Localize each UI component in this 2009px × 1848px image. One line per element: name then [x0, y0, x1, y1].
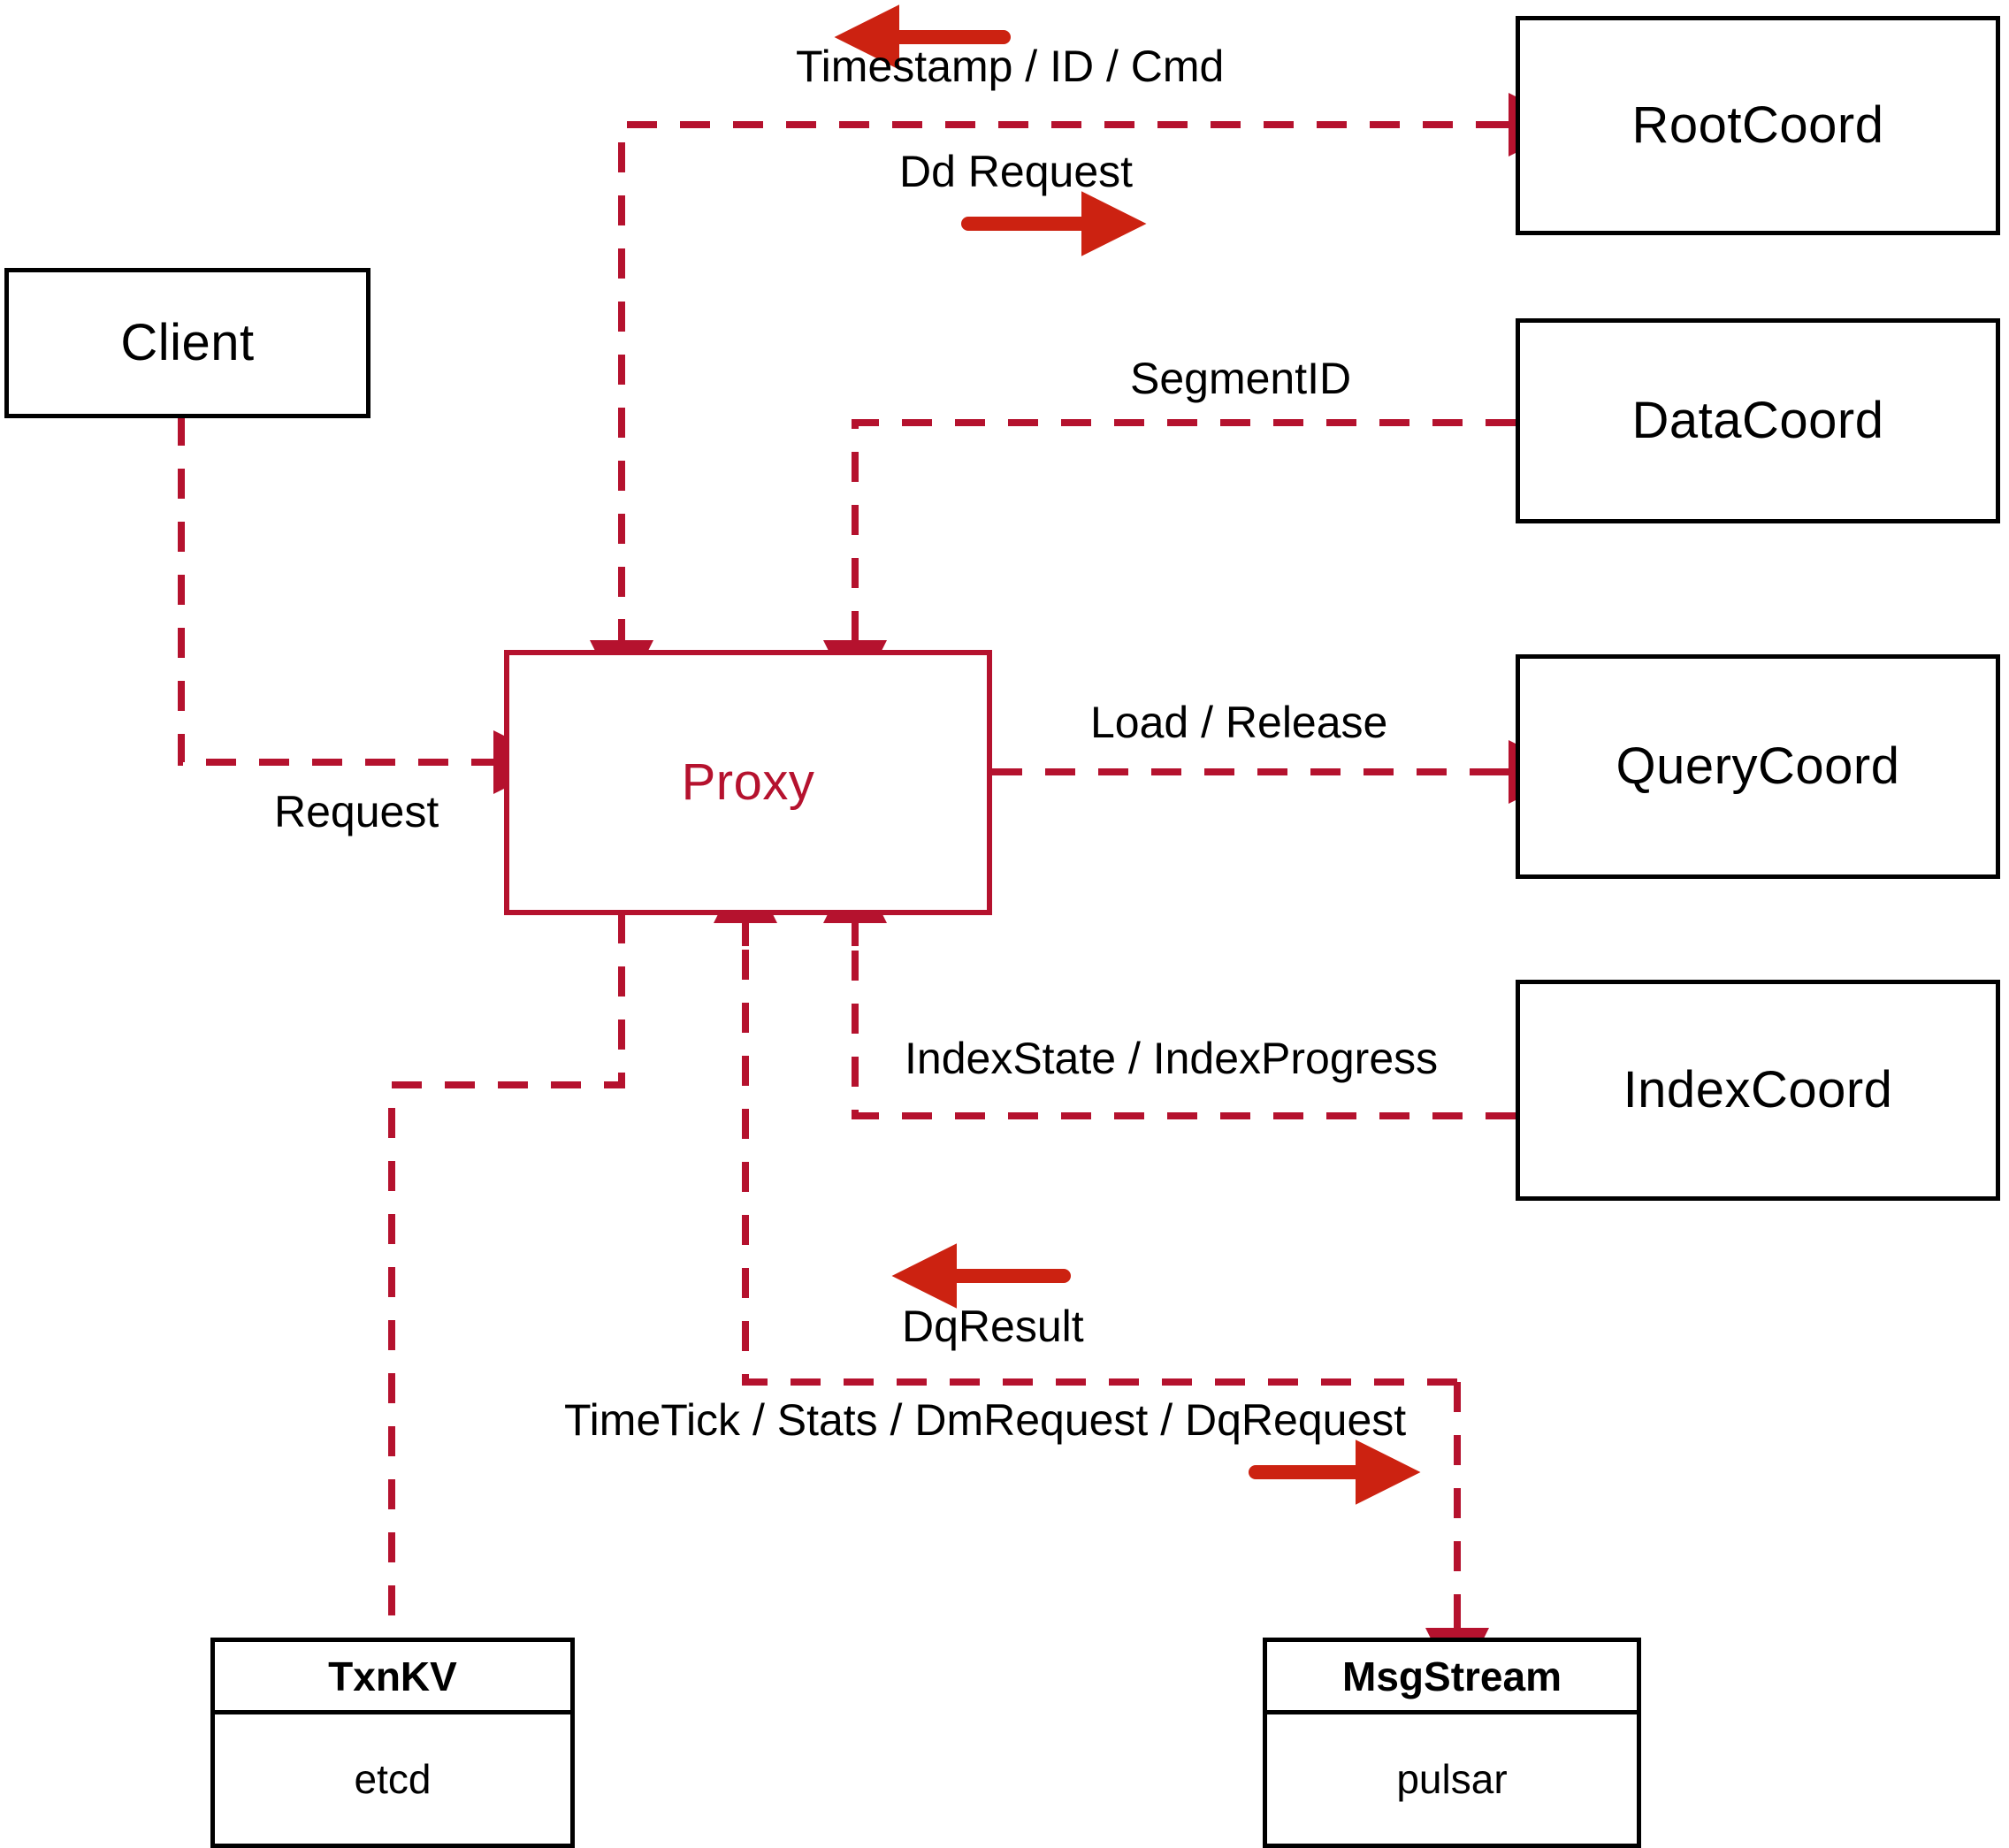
node-datacoord-label: DataCoord [1631, 392, 1884, 449]
node-txnkv-impl: etcd [354, 1756, 432, 1802]
edge-client-to-proxy [178, 416, 557, 794]
edge-label-timetick-stats: TimeTick / Stats / DmRequest / DqRequest [564, 1395, 1407, 1445]
edge-label-segment-id: SegmentID [1130, 354, 1352, 403]
node-client-label: Client [120, 314, 255, 371]
node-msgstream-body: pulsar [1267, 1714, 1637, 1844]
edge-proxy-to-txnkv [388, 913, 625, 1638]
edge-label-dd-request: Dd Request [899, 147, 1134, 196]
node-txnkv-body: etcd [215, 1714, 570, 1844]
edge-datacoord-to-proxy [823, 419, 1516, 704]
node-querycoord[interactable]: QueryCoord [1516, 654, 2000, 879]
node-indexcoord-label: IndexCoord [1623, 1061, 1893, 1119]
node-msgstream[interactable]: MsgStream pulsar [1263, 1638, 1641, 1848]
node-rootcoord-label: RootCoord [1631, 96, 1884, 154]
edge-indexcoord-to-proxy [823, 859, 1516, 1119]
edge-label-timestamp-id-cmd: Timestamp / ID / Cmd [796, 42, 1225, 91]
node-msgstream-header: MsgStream [1267, 1642, 1637, 1714]
node-proxy-label: Proxy [681, 753, 815, 811]
node-txnkv-title: TxnKV [328, 1653, 457, 1699]
node-proxy[interactable]: Proxy [504, 650, 992, 915]
node-client[interactable]: Client [4, 268, 370, 418]
node-msgstream-impl: pulsar [1396, 1756, 1508, 1802]
node-indexcoord[interactable]: IndexCoord [1516, 980, 2000, 1201]
node-txnkv-header: TxnKV [215, 1642, 570, 1714]
edge-label-load-release: Load / Release [1090, 698, 1388, 747]
edge-label-index-state-progress: IndexState / IndexProgress [905, 1034, 1439, 1083]
node-msgstream-title: MsgStream [1342, 1653, 1562, 1699]
node-datacoord[interactable]: DataCoord [1516, 318, 2000, 523]
edge-msgstream-to-proxy [714, 859, 1457, 1386]
node-txnkv[interactable]: TxnKV etcd [210, 1638, 575, 1848]
edge-label-dq-result: DqResult [902, 1302, 1084, 1351]
edge-label-request: Request [274, 787, 439, 836]
node-querycoord-label: QueryCoord [1616, 737, 1900, 795]
node-rootcoord[interactable]: RootCoord [1516, 16, 2000, 235]
edge-proxy-to-rootcoord [590, 93, 1572, 704]
